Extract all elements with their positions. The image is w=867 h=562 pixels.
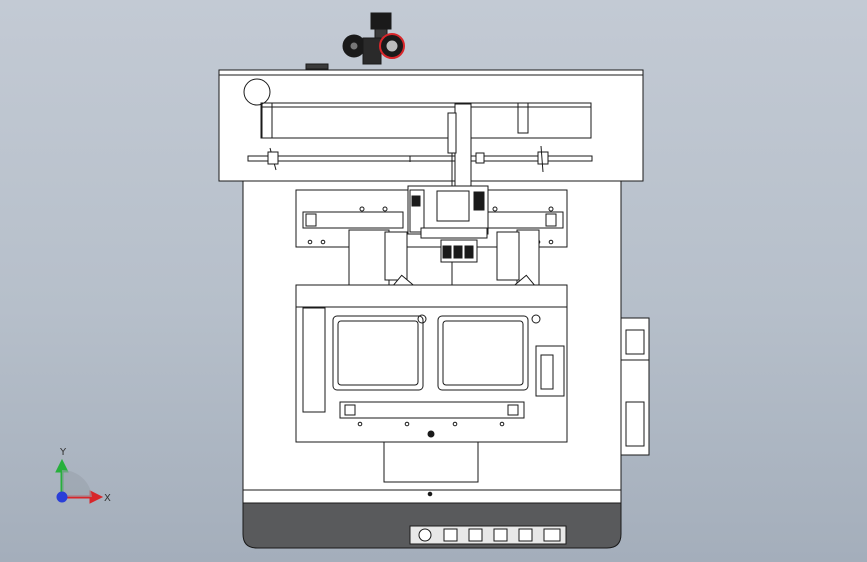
head-base-bar [420, 227, 488, 239]
guide-stop-left [344, 404, 356, 416]
left-clamp [384, 231, 408, 281]
table-center-bolt [427, 430, 435, 438]
table-screw-1 [357, 421, 363, 427]
pallet-locator-left [417, 314, 427, 324]
gantry-rail-cover [260, 102, 592, 139]
rail-stop-block-left [267, 151, 279, 165]
panel-button-4[interactable] [518, 528, 533, 542]
gantry-porthole [243, 78, 271, 106]
upper-screw-3 [492, 206, 498, 212]
axis-triad: Y X [55, 447, 111, 504]
left-support-column [348, 229, 390, 291]
panel-button-3[interactable] [493, 528, 508, 542]
left-slide-rail [302, 211, 404, 229]
base-screw [427, 491, 433, 497]
upper-screw-8 [548, 239, 554, 245]
side-box [620, 317, 650, 456]
upper-screw-5 [307, 239, 313, 245]
gantry-housing [218, 69, 644, 182]
pressure-gauge-face [385, 39, 399, 53]
rail-bracket-left [261, 102, 273, 139]
control-panel-strip [409, 525, 567, 545]
table-screw-3 [452, 421, 458, 427]
right-rail-block [545, 213, 557, 227]
z-axis-dot [56, 491, 68, 503]
rail-stop-right [540, 145, 544, 173]
side-box-latch-top [625, 329, 645, 355]
upper-screw-2 [382, 206, 388, 212]
nozzle-1 [442, 245, 452, 259]
pallet-locator-right [531, 314, 541, 324]
linear-rail [247, 155, 593, 162]
front-guide-bar [339, 401, 525, 419]
power-knob[interactable] [418, 528, 432, 542]
nozzle-3 [464, 245, 474, 259]
table-screw-2 [404, 421, 410, 427]
z-axis-cylinder [447, 112, 457, 154]
guide-stop-right [507, 404, 519, 416]
gauge-mount [305, 63, 329, 70]
left-fixture-bar [302, 307, 326, 413]
panel-button-2[interactable] [468, 528, 483, 542]
top-gantry [218, 69, 644, 189]
right-clamp [496, 231, 520, 281]
head-sensor [411, 195, 421, 207]
x-axis-label: X [104, 493, 111, 504]
pressure-regulator [305, 12, 405, 70]
pallet-right [437, 315, 529, 391]
triad-plane [62, 469, 92, 497]
upper-screw-1 [359, 206, 365, 212]
nozzle-2 [453, 245, 463, 259]
z-axis-carriage [454, 103, 472, 189]
regulator-knob-center [349, 41, 359, 51]
upper-screw-6 [320, 239, 326, 245]
head-main-block [436, 190, 470, 222]
head-connector [473, 191, 485, 211]
table-screw-4 [499, 421, 505, 427]
work-table [295, 284, 568, 483]
left-rail-block [305, 213, 317, 227]
pallet-right-inner [442, 320, 524, 386]
panel-button-1[interactable] [443, 528, 458, 542]
upper-platform [295, 185, 568, 310]
pallet-left-inner [337, 320, 419, 386]
gauge-cap [370, 12, 392, 30]
side-box-latch-bottom [625, 401, 645, 447]
right-fixture-insert [540, 354, 554, 390]
upper-screw-4 [548, 206, 554, 212]
lower-drawer [383, 441, 479, 483]
control-panel [409, 525, 567, 545]
rail-bracket-right [517, 102, 529, 134]
y-axis-label: Y [59, 447, 67, 458]
regulator-body [362, 37, 382, 65]
rail-carriage-block [475, 152, 485, 164]
pallet-left [332, 315, 424, 391]
panel-button-5[interactable] [543, 528, 561, 542]
rail-stop-block-right [537, 151, 549, 165]
